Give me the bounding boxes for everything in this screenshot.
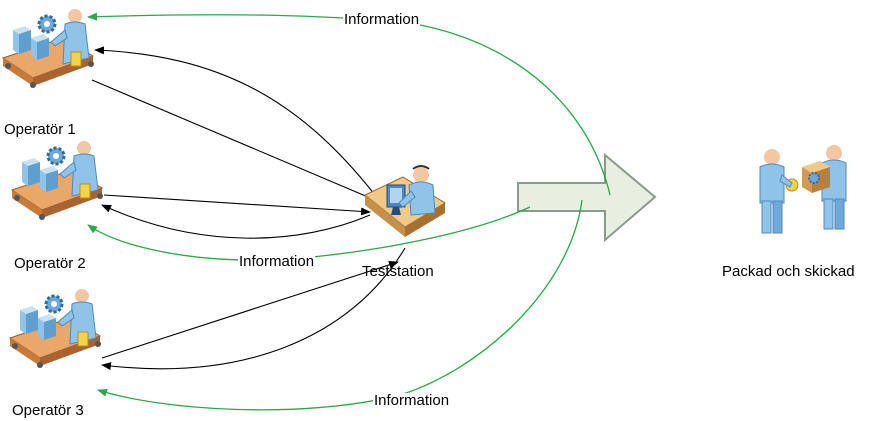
information-label-middle: Information bbox=[238, 253, 316, 270]
flow-arrow-op1-to-test bbox=[91, 79, 376, 201]
delivery-people-icon bbox=[759, 144, 847, 234]
flow-arrow-op2-to-test bbox=[103, 194, 371, 216]
info-arrow-bottom bbox=[97, 199, 583, 411]
operator-2-label: Operatör 2 bbox=[14, 255, 86, 272]
info-arrow-top bbox=[87, 12, 611, 196]
tester-desk-icon bbox=[364, 165, 446, 238]
assembly-line-icon bbox=[10, 139, 105, 222]
assembly-line-icon bbox=[1, 7, 96, 90]
flow-arrow-test-to-op3 bbox=[101, 247, 406, 371]
test-station-label: Teststation bbox=[362, 263, 434, 280]
flow-arrow-op3-to-test bbox=[101, 260, 399, 359]
operator-3-label: Operatör 3 bbox=[12, 402, 84, 419]
destination-label: Packad och skickad bbox=[722, 263, 855, 280]
operator-1-label: Operatör 1 bbox=[4, 121, 76, 138]
big-flow-arrow bbox=[517, 152, 657, 243]
information-label-top: Information bbox=[343, 11, 421, 28]
flow-arrow-test-to-op2 bbox=[101, 204, 371, 239]
assembly-line-icon bbox=[8, 287, 103, 370]
flow-arrow-test-to-op1 bbox=[94, 46, 376, 196]
information-label-bottom: Information bbox=[373, 392, 451, 409]
